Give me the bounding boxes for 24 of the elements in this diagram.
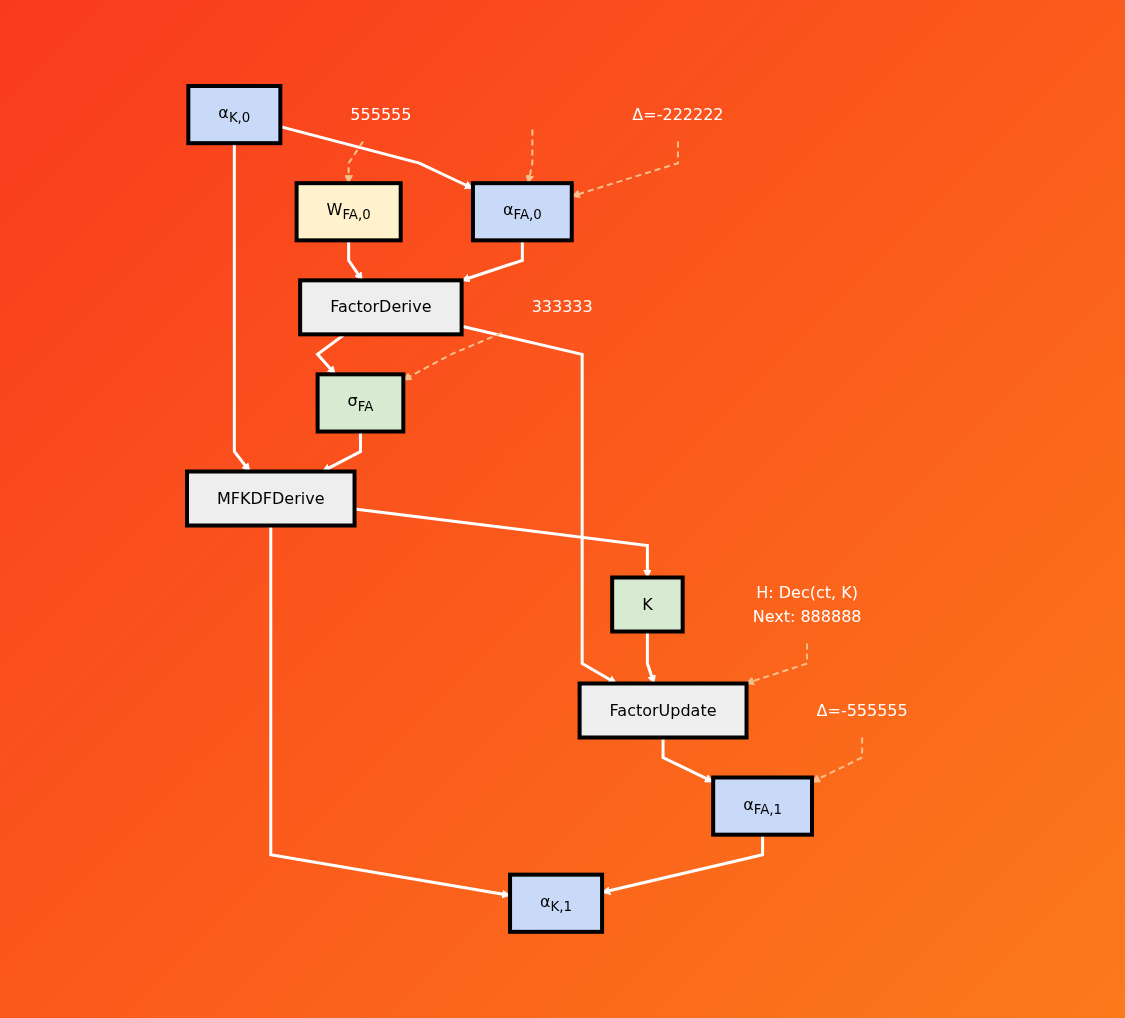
arrow [232,143,251,472]
arrow [745,642,809,686]
node-box: α$_{FA,1}$ [711,775,815,837]
node-box: MFKDFDerive [185,469,357,528]
node-box: σ$_{FA}$ [315,372,406,434]
node-text: Δ=-555555 [816,700,908,720]
node-text: H: Dec(ct, K) Next: 888888 [752,582,862,626]
node-box: K [610,575,685,634]
node-text: 333333 [531,297,593,317]
arrow [322,431,363,472]
node-box: α$_{FA,0}$ [471,181,574,243]
arrow [344,140,365,184]
arrow [403,332,503,381]
arrow [525,128,535,184]
node-box: FactorUpdate [577,681,749,740]
arrow [347,240,363,281]
node-box: α$_{K,0}$ [186,84,283,146]
node-text: Δ=-222222 [632,104,724,124]
node-text: 555555 [350,104,412,124]
arrow [646,631,656,684]
node-box: FactorDerive [298,278,464,337]
node-box: α$_{K,1}$ [508,872,605,934]
node-box: W$_{FA,0}$ [294,181,403,243]
arrow [461,240,524,283]
